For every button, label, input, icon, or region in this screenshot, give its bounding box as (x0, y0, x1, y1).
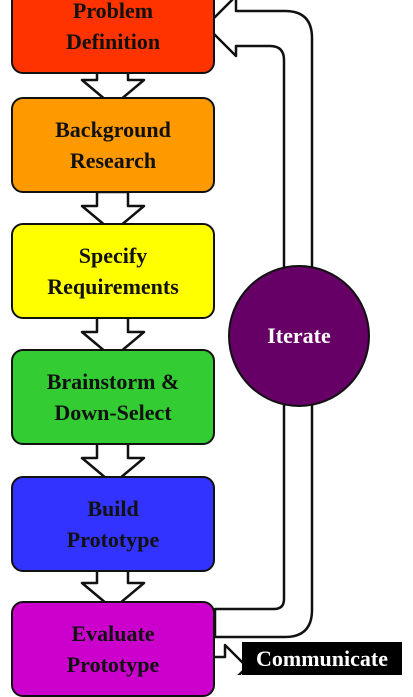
down-arrow-3 (80, 315, 146, 360)
stage-problem-definition: Problem Definition (11, 0, 215, 74)
iterate-loop-arrow (204, 0, 314, 639)
stage-label: Specify Requirements (47, 243, 179, 299)
stage-evaluate-prototype: Evaluate Prototype (11, 601, 215, 697)
down-arrow-2 (80, 190, 146, 234)
stage-specify-requirements: Specify Requirements (11, 223, 215, 319)
communicate-box: Communicate (242, 642, 402, 675)
stage-label: Background Research (55, 117, 171, 173)
down-arrow-4 (80, 441, 146, 486)
stage-build-prototype: Build Prototype (11, 476, 215, 572)
iterate-circle: Iterate (228, 265, 370, 407)
stage-label: Evaluate Prototype (66, 621, 160, 677)
stage-label: Problem Definition (65, 0, 161, 54)
stage-label: Brainstorm & Down-Select (46, 369, 180, 425)
communicate-arrow (203, 643, 249, 675)
flow-arrows (80, 0, 314, 675)
communicate-label: Communicate (256, 645, 388, 671)
iterate-label: Iterate (267, 323, 331, 348)
stage-label: Build Prototype (66, 496, 160, 552)
stage-brainstorm-down-select: Brainstorm & Down-Select (11, 349, 215, 445)
stage-background-research: Background Research (11, 97, 215, 193)
